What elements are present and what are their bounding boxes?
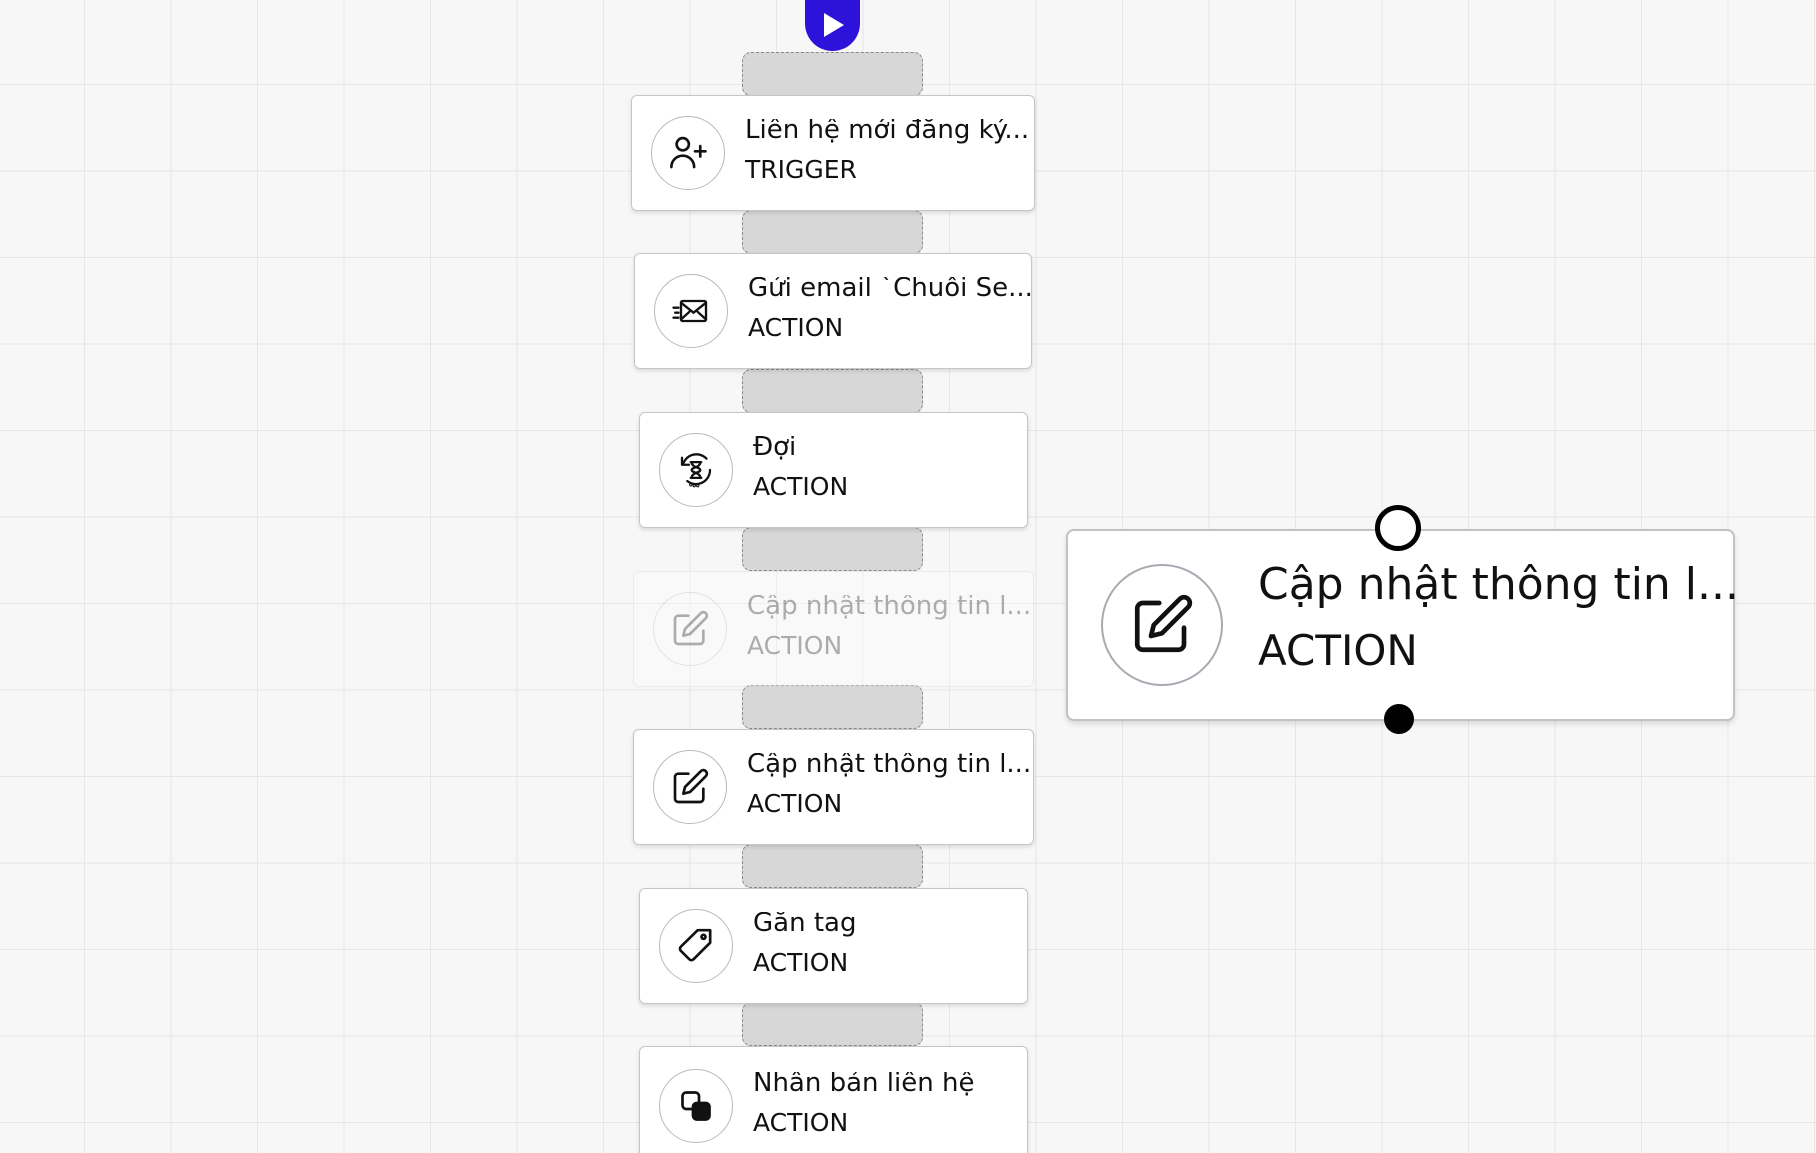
output-port-handle[interactable]: [1384, 704, 1414, 734]
dragging-node-update-contact[interactable]: Cập nhật thông tin l... ACTION: [1066, 529, 1739, 721]
hourglass-icon: [680, 453, 712, 488]
node-type: ACTION: [753, 948, 849, 977]
node-type: ACTION: [1258, 626, 1418, 675]
connector-drop-zone[interactable]: [742, 527, 923, 571]
node-type: ACTION: [747, 789, 843, 818]
node-icon-wrap: [654, 274, 728, 348]
node-icon-wrap: [1101, 564, 1223, 686]
connector-drop-zone[interactable]: [742, 1002, 923, 1046]
node-type: ACTION: [753, 1108, 849, 1137]
tag-icon: [678, 928, 712, 962]
node-type: ACTION: [748, 313, 844, 342]
connector-drop-zone[interactable]: [742, 52, 923, 96]
input-port-handle[interactable]: [1375, 505, 1421, 551]
send-mail-icon: [672, 299, 708, 323]
node-icon-wrap: [659, 1069, 733, 1143]
start-play-button[interactable]: [805, 0, 860, 51]
workflow-node-duplicate-contact[interactable]: Nhân bản liên hệ ACTION: [639, 1046, 1028, 1153]
node-title: Liên hệ mới đăng ký...: [745, 119, 1030, 145]
node-title: Gắn tag: [753, 912, 857, 938]
edit-icon: [1134, 594, 1193, 653]
node-icon-wrap: [659, 909, 733, 983]
node-icon-wrap: [651, 116, 725, 190]
node-title: Cập nhật thông tin l...: [747, 595, 1032, 621]
edit-icon: [673, 768, 709, 804]
workflow-node-update-contact[interactable]: Cập nhật thông tin l... ACTION: [633, 729, 1034, 845]
node-title: Nhân bản liên hệ: [753, 1072, 975, 1098]
connector-drop-zone[interactable]: [742, 844, 923, 888]
workflow-node-drag-placeholder: Cập nhật thông tin l... ACTION: [633, 571, 1034, 687]
node-title: Đợi: [753, 436, 797, 462]
user-plus-icon: [670, 136, 707, 169]
node-title: Cập nhật thông tin l...: [1258, 559, 1739, 610]
workflow-node-trigger[interactable]: Liên hệ mới đăng ký... TRIGGER: [631, 95, 1035, 211]
node-icon-wrap: [653, 750, 727, 824]
node-type: TRIGGER: [745, 155, 857, 184]
workflow-node-add-tag[interactable]: Gắn tag ACTION: [639, 888, 1028, 1004]
copy-icon: [681, 1091, 711, 1121]
node-title: Cập nhật thông tin l...: [747, 753, 1032, 779]
node-icon-wrap: [653, 592, 727, 666]
connector-drop-zone[interactable]: [742, 685, 923, 729]
play-icon: [823, 12, 844, 37]
node-type: ACTION: [753, 472, 849, 501]
connector-drop-zone[interactable]: [742, 369, 923, 413]
node-type: ACTION: [747, 631, 843, 660]
workflow-node-send-email[interactable]: Gửi email `Chuỗi Se... ACTION: [634, 253, 1032, 369]
edit-icon: [673, 610, 709, 646]
workflow-node-wait[interactable]: Đợi ACTION: [639, 412, 1028, 528]
node-title: Gửi email `Chuỗi Se...: [748, 277, 1031, 303]
node-icon-wrap: [659, 433, 733, 507]
connector-drop-zone[interactable]: [742, 210, 923, 254]
